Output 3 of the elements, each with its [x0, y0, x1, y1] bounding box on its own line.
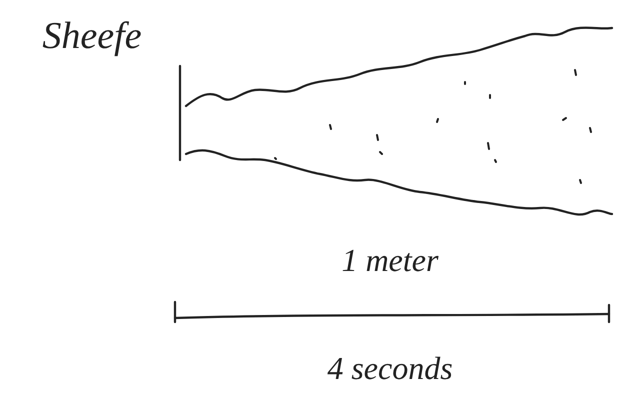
dimension-label: 1 meter	[342, 242, 438, 279]
dimension-label: 4 seconds	[327, 350, 453, 387]
title-label: Sheefe	[42, 14, 142, 58]
